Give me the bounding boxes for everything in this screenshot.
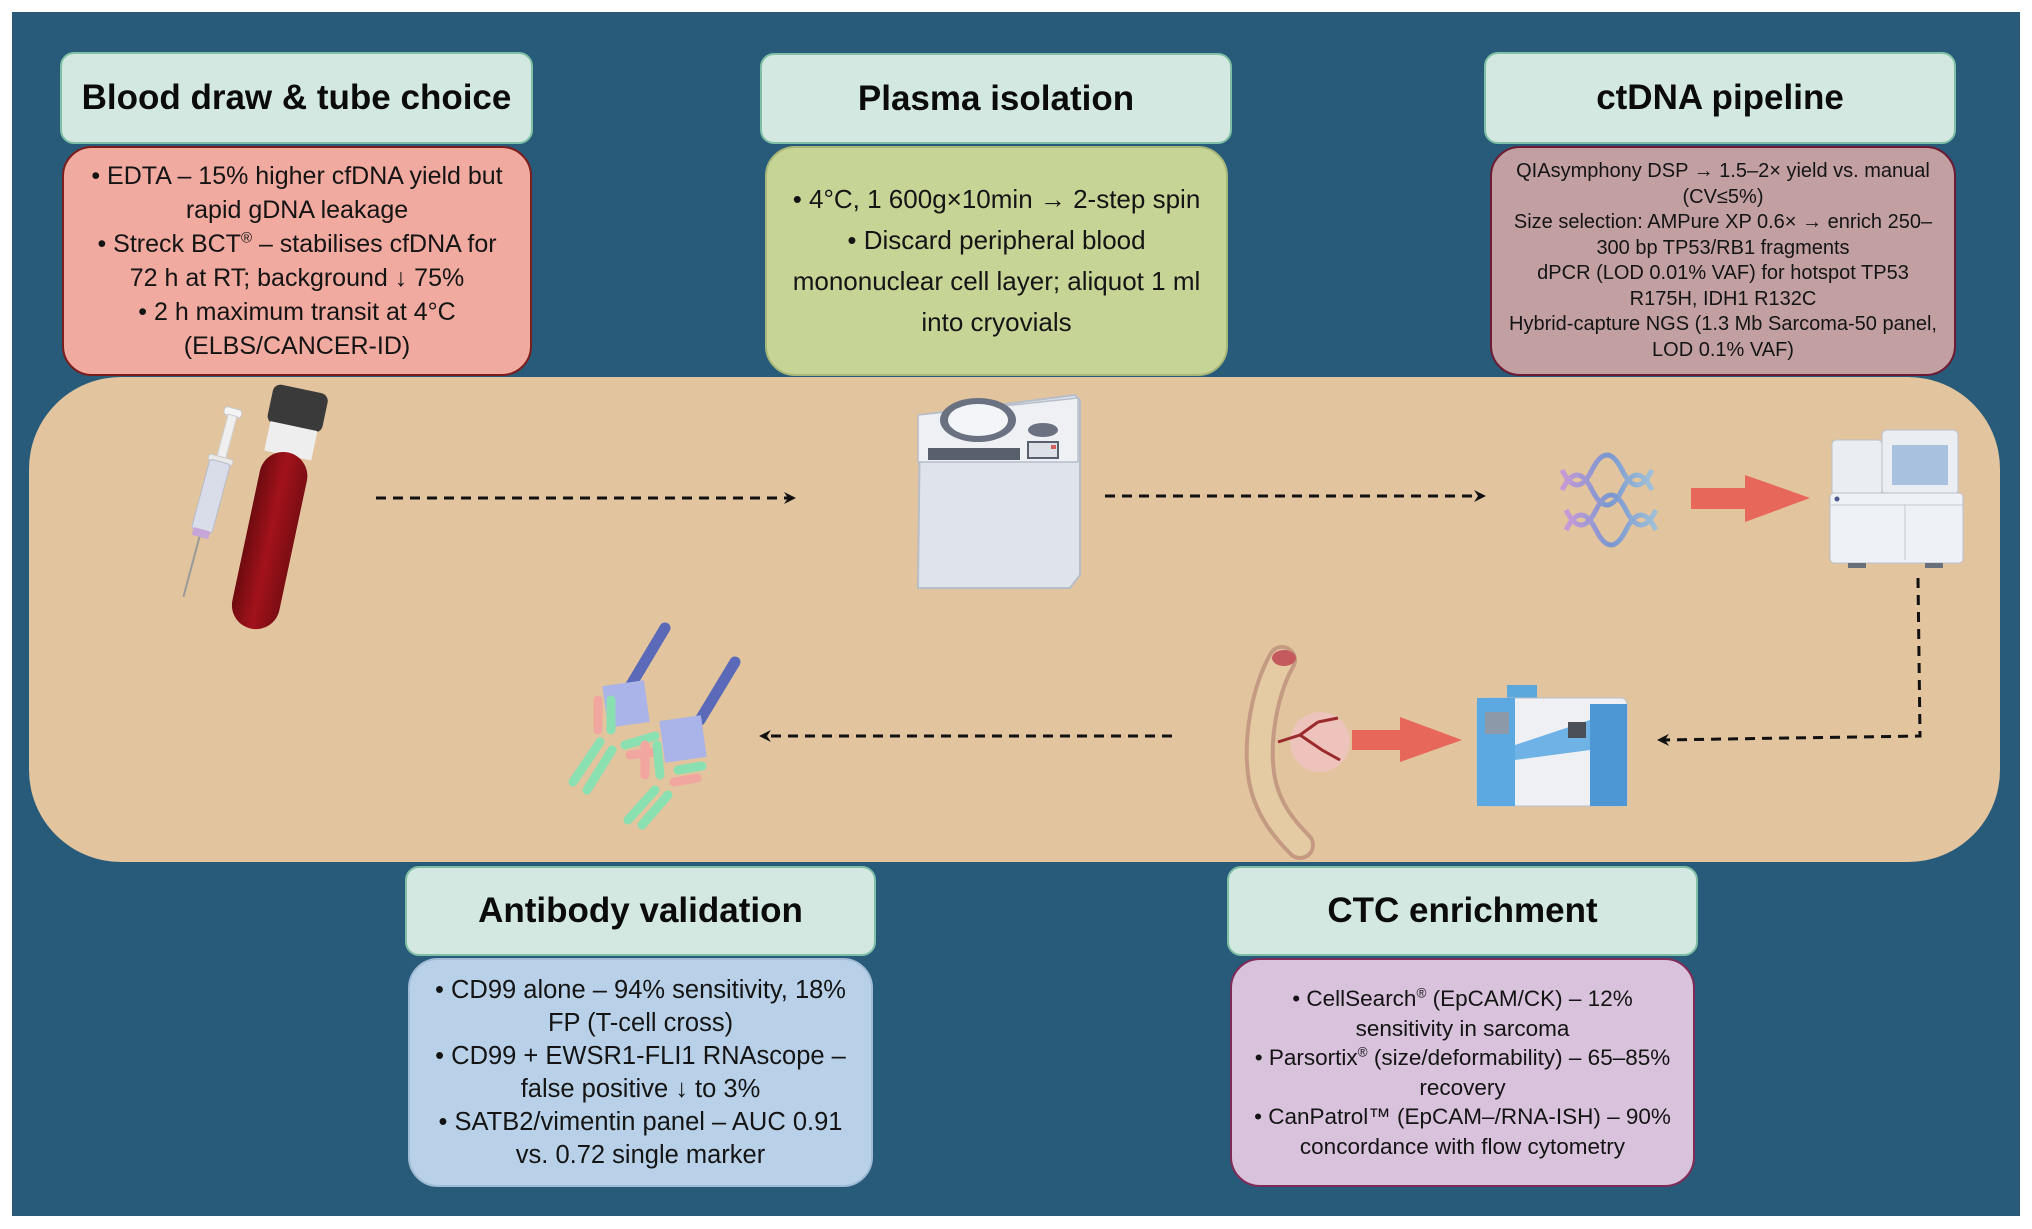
flow-arrow-ctdna-to-ctc bbox=[1657, 577, 1922, 746]
detail-line: (CV≤5%) bbox=[1682, 185, 1764, 208]
blood-draw-title: Blood draw & tube choice bbox=[81, 78, 512, 117]
detail-line: • SATB2/vimentin panel – AUC 0.91 bbox=[438, 1107, 843, 1136]
detail-line: into cryovials bbox=[921, 307, 1072, 337]
antibody-icon bbox=[568, 622, 741, 830]
detail-line: QIAsymphony DSP → 1.5–2× yield vs. manua… bbox=[1516, 160, 1930, 182]
red-arrow-icon bbox=[1691, 475, 1810, 522]
ctdna-pipeline-header: ctDNA pipeline bbox=[1484, 52, 1956, 144]
detail-line: R175H, IDH1 R132C bbox=[1629, 287, 1817, 310]
detail-line: LOD 0.1% VAF) bbox=[1652, 338, 1794, 361]
antibody-validation-title: Antibody validation bbox=[478, 891, 803, 930]
ctc-enrichment-header: CTC enrichment bbox=[1227, 866, 1698, 956]
detail-line: 300 bp TP53/RB1 fragments bbox=[1596, 236, 1850, 259]
blood-draw-details: • EDTA – 15% higher cfDNA yield but rapi… bbox=[62, 146, 532, 376]
detail-line: • CanPatrol™ (EpCAM–/RNA-ISH) – 90% bbox=[1254, 1104, 1671, 1129]
blood-draw-header: Blood draw & tube choice bbox=[60, 52, 533, 144]
detail-line: vs. 0.72 single marker bbox=[515, 1140, 766, 1169]
detail-line: • 4°C, 1 600g×10min → 2-step spin bbox=[792, 184, 1201, 214]
cell-analyzer-icon bbox=[1476, 685, 1628, 807]
detail-line: Hybrid-capture NGS (1.3 Mb Sarcoma-50 pa… bbox=[1509, 313, 1937, 335]
detail-line: • Streck BCT® – stabilises cfDNA for bbox=[97, 229, 497, 258]
antibody-validation-details: • CD99 alone – 94% sensitivity, 18% FP (… bbox=[408, 958, 873, 1187]
plasma-isolation-header: Plasma isolation bbox=[760, 53, 1232, 144]
centrifuge-icon bbox=[916, 393, 1081, 589]
blood-vessel-tumor-icon bbox=[1244, 645, 1350, 860]
detail-line: • Parsortix® (size/deformability) – 65–8… bbox=[1254, 1044, 1671, 1070]
detail-line: recovery bbox=[1419, 1074, 1506, 1100]
detail-line: rapid gDNA leakage bbox=[185, 196, 409, 224]
detail-line: (ELBS/CANCER-ID) bbox=[183, 332, 411, 360]
plasma-isolation-details: • 4°C, 1 600g×10min → 2-step spin • Disc… bbox=[765, 146, 1228, 376]
detail-line: 72 h at RT; background ↓ 75% bbox=[129, 264, 465, 292]
detail-line: • CellSearch® (EpCAM/CK) – 12% bbox=[1292, 985, 1633, 1011]
detail-line: • EDTA – 15% higher cfDNA yield but bbox=[91, 162, 503, 190]
detail-line-rest: – stabilises cfDNA for bbox=[252, 230, 497, 258]
red-arrow-icon bbox=[1352, 717, 1462, 762]
detail-line: • CD99 + EWSR1-FLI1 RNAscope – bbox=[435, 1041, 846, 1070]
detail-line: • 2 h maximum transit at 4°C bbox=[138, 298, 456, 326]
ctc-enrichment-details: • CellSearch® (EpCAM/CK) – 12% sensitivi… bbox=[1230, 958, 1695, 1187]
dna-helix-icon bbox=[1559, 452, 1659, 548]
sequencer-icon bbox=[1829, 429, 1964, 568]
detail-line: • Discard peripheral blood bbox=[847, 225, 1146, 255]
antibody-validation-header: Antibody validation bbox=[405, 866, 876, 956]
ctc-enrichment-title: CTC enrichment bbox=[1327, 891, 1598, 930]
detail-line: false positive ↓ to 3% bbox=[520, 1074, 761, 1103]
detail-line: dPCR (LOD 0.01% VAF) for hotspot TP53 bbox=[1537, 262, 1909, 284]
detail-line: mononuclear cell layer; aliquot 1 ml bbox=[792, 266, 1201, 296]
ctdna-pipeline-details: QIAsymphony DSP → 1.5–2× yield vs. manua… bbox=[1490, 146, 1956, 376]
ctdna-pipeline-title: ctDNA pipeline bbox=[1596, 78, 1844, 117]
blood-tube-icon bbox=[231, 384, 328, 630]
detail-line: FP (T-cell cross) bbox=[547, 1008, 734, 1037]
detail-line: • CD99 alone – 94% sensitivity, 18% bbox=[434, 975, 846, 1004]
syringe-icon bbox=[182, 406, 243, 598]
plasma-isolation-title: Plasma isolation bbox=[857, 78, 1135, 118]
detail-line: sensitivity in sarcoma bbox=[1355, 1015, 1570, 1041]
detail-line: concordance with flow cytometry bbox=[1299, 1133, 1626, 1159]
detail-line: Size selection: AMPure XP 0.6× → enrich … bbox=[1513, 211, 1933, 233]
